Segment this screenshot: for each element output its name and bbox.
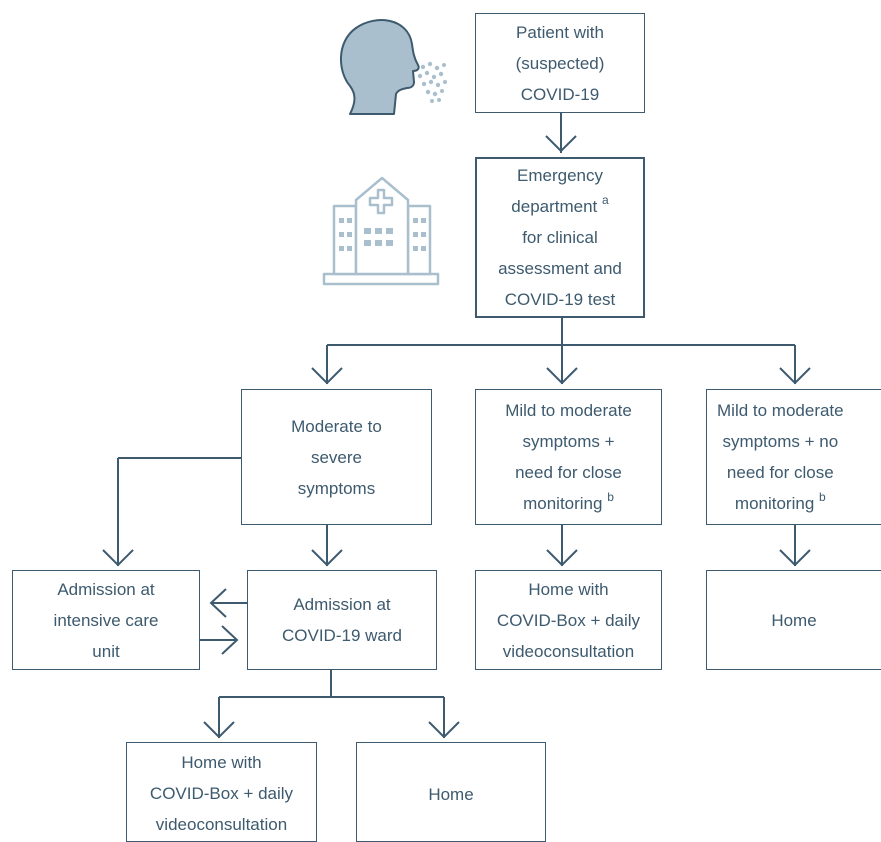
- node-moderate-severe: Moderate to severe symptoms: [241, 389, 432, 525]
- arrowhead-ward: [311, 549, 343, 567]
- arrowhead-mild-close: [546, 367, 578, 385]
- hospital-icon: [322, 176, 440, 286]
- node-icu-admission: Admission at intensive care unit: [12, 570, 200, 670]
- node-mild-no-close-monitoring: Mild to moderate symptoms + no need for …: [706, 389, 881, 525]
- node-patient: Patient with (suspected) COVID-19: [475, 13, 645, 113]
- node-home-covid-box-1-text: Home with COVID-Box + daily videoconsult…: [496, 579, 641, 661]
- node-home-covid-box-1: Home with COVID-Box + daily videoconsult…: [475, 570, 662, 670]
- footnote-b-1: b: [607, 490, 614, 504]
- patient-coughing-icon: [339, 19, 447, 115]
- node-home-2: Home: [356, 742, 546, 842]
- arrowhead-home-1: [779, 549, 811, 567]
- node-home-2-text: Home: [428, 785, 474, 804]
- mild-noclose-main: Mild to moderate symptoms + no need for …: [717, 401, 844, 513]
- node-home-covid-box-2-text: Home with COVID-Box + daily videoconsult…: [149, 753, 294, 834]
- node-home-1: Home: [706, 570, 881, 670]
- arrowhead-to-icu: [209, 588, 227, 618]
- node-mild-close-monitoring: Mild to moderate symptoms + need for clo…: [475, 389, 662, 525]
- arrowhead-mild-noclose: [779, 367, 811, 385]
- node-emergency-text: Emergency department a for clinical asse…: [498, 160, 622, 315]
- node-mild-close-text: Mild to moderate symptoms + need for clo…: [505, 395, 632, 519]
- node-ward-text: Admission at COVID-19 ward: [282, 595, 402, 645]
- arrowhead-home-box-2: [203, 721, 235, 739]
- node-home-covid-box-2: Home with COVID-Box + daily videoconsult…: [126, 742, 317, 842]
- node-patient-text: Patient with (suspected) COVID-19: [515, 22, 605, 104]
- arrowhead-icu: [102, 549, 134, 567]
- node-emergency-department: Emergency department a for clinical asse…: [475, 157, 645, 318]
- emergency-line1: Emergency: [517, 166, 603, 185]
- arrowhead-moderate: [311, 367, 343, 385]
- arrowhead-to-ward: [221, 625, 239, 655]
- footnote-b-2: b: [819, 490, 826, 504]
- mild-close-main: Mild to moderate symptoms + need for clo…: [505, 401, 632, 513]
- node-home-1-text: Home: [771, 610, 817, 630]
- node-mild-noclose-text: Mild to moderate symptoms + no need for …: [717, 395, 844, 519]
- arrowhead-emergency: [545, 135, 577, 153]
- emergency-rest: for clinical assessment and COVID-19 tes…: [498, 228, 622, 309]
- arrowhead-home-box-1: [546, 549, 578, 567]
- node-ward-admission: Admission at COVID-19 ward: [247, 570, 437, 670]
- footnote-a: a: [602, 193, 609, 207]
- arrowhead-home-2: [428, 721, 460, 739]
- node-icu-text: Admission at intensive care unit: [53, 579, 159, 661]
- emergency-line2: department: [511, 197, 598, 216]
- node-moderate-severe-text: Moderate to severe symptoms: [291, 416, 382, 498]
